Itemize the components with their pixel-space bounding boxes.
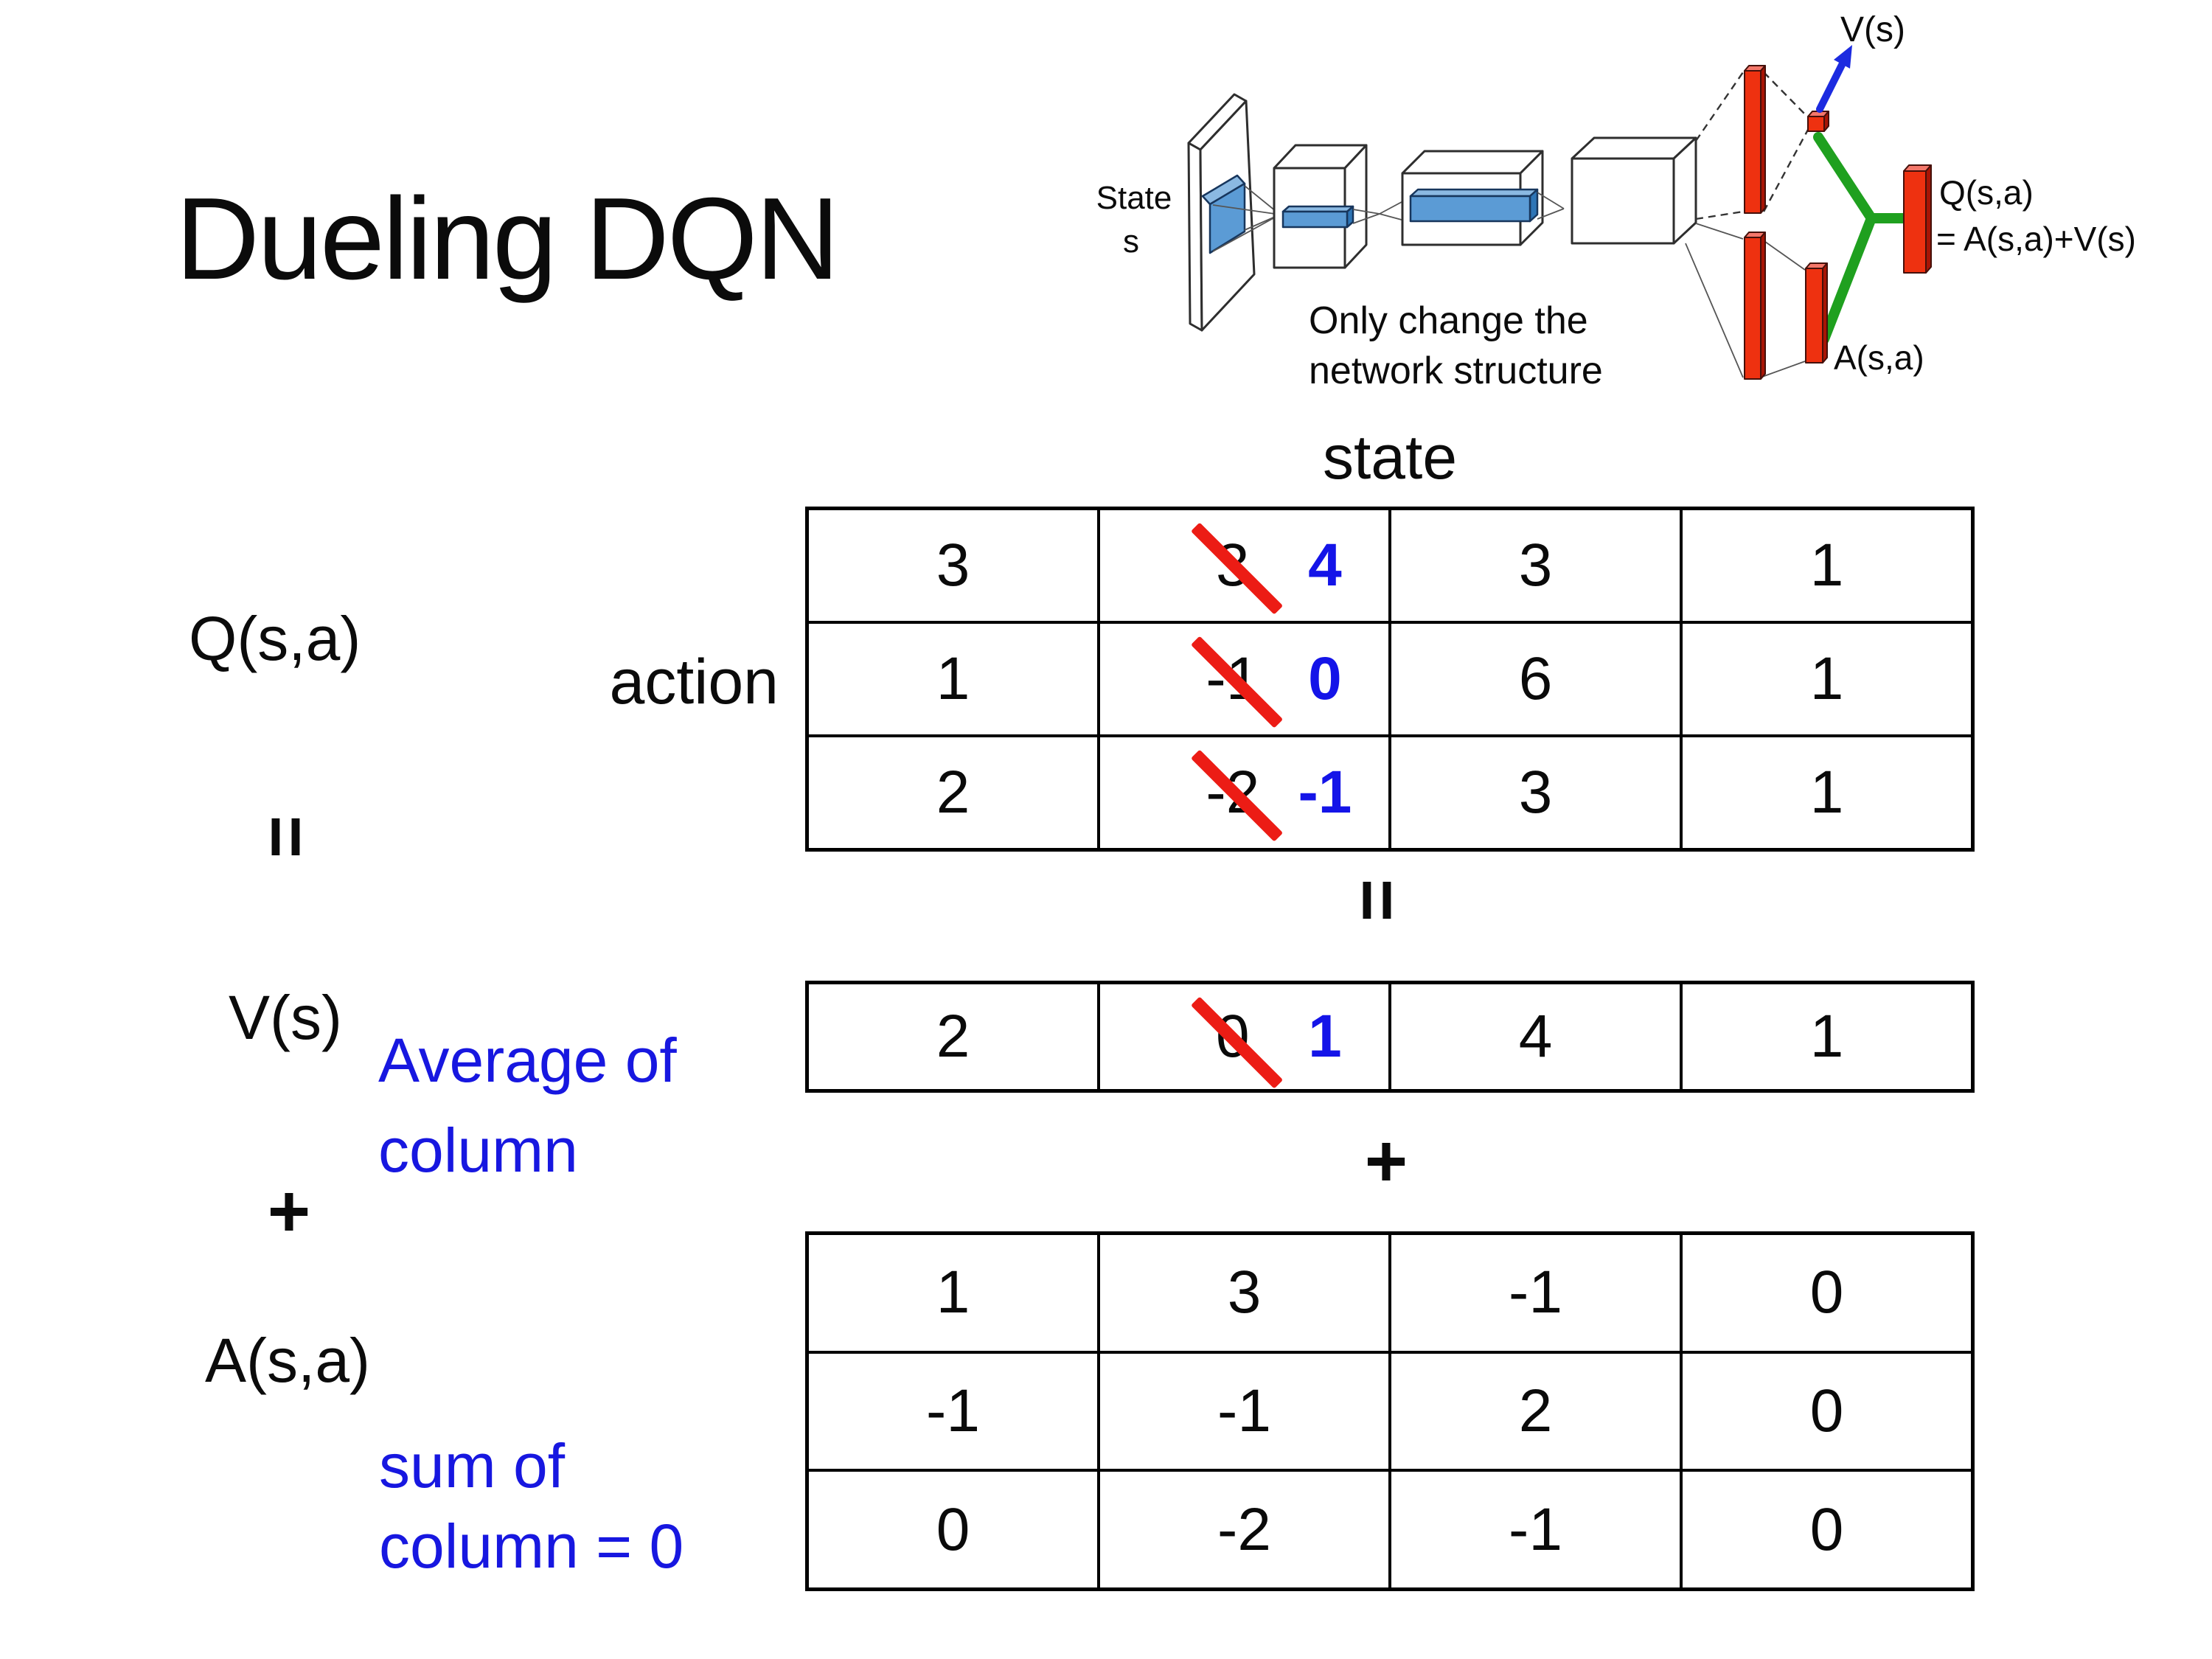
new-value: 4: [1308, 532, 1342, 599]
new-value: -1: [1298, 759, 1352, 826]
fc-layer-box: [1571, 136, 1697, 245]
conv-layer-box: [1401, 150, 1544, 246]
q-cell: 1: [1683, 510, 1971, 621]
new-value: 0: [1308, 645, 1342, 712]
a-cell: -1: [809, 1353, 1097, 1470]
v-table: 2 0 1 4 1: [805, 981, 1975, 1093]
advantage-output-bar: [1805, 262, 1828, 364]
q-cell-crossed: 3 4: [1100, 510, 1388, 621]
v-cell: 1: [1683, 984, 1971, 1089]
q-cell: 3: [1391, 510, 1680, 621]
action-axis-label: action: [609, 647, 779, 717]
state-axis-label: state: [1322, 422, 1458, 492]
diagram-note-line1: Only change the: [1309, 299, 1588, 342]
a-cell: 0: [1683, 1235, 1971, 1351]
diagram-note-line2: network structure: [1309, 349, 1603, 392]
a-table: 1 3 -1 0 -1 -1 2 0 0 -2 -1 0: [805, 1231, 1975, 1591]
q-output-bar: [1903, 164, 1932, 274]
state-input-label-s: s: [1123, 223, 1139, 260]
conv-filter-icon: [1201, 174, 1246, 254]
equation-a-label: A(s,a): [205, 1326, 371, 1395]
plus-sign-left: +: [267, 1169, 311, 1253]
a-cell: -1: [1100, 1353, 1388, 1470]
conv-layer-box: [1273, 144, 1368, 269]
equation-v-label: V(s): [229, 983, 342, 1052]
advantage-stream-bar: [1744, 232, 1766, 380]
v-output-label: V(s): [1840, 10, 1905, 49]
q-cell: 6: [1391, 624, 1680, 734]
q-cell-crossed: -2 -1: [1100, 737, 1388, 848]
a-cell: -1: [1391, 1235, 1680, 1351]
a-cell: 2: [1391, 1353, 1680, 1470]
equation-q-label: Q(s,a): [189, 604, 361, 673]
merge-lines: [1813, 132, 1910, 344]
q-cell: 3: [809, 510, 1097, 621]
state-input-label: State: [1096, 180, 1172, 216]
v-cell-crossed: 0 1: [1100, 984, 1388, 1089]
q-cell: 2: [809, 737, 1097, 848]
q-cell: 1: [809, 624, 1097, 734]
q-output-formula: = A(s,a)+V(s): [1936, 220, 2136, 258]
v-arrow-icon: [1816, 45, 1852, 113]
q-table: 3 3 4 3 1 1 -1 0 6 1 2 -2 -1 3 1: [805, 507, 1975, 852]
q-cell-crossed: -1 0: [1100, 624, 1388, 734]
equals-rotated-middle: =: [1336, 878, 1419, 922]
a-cell: 0: [1683, 1472, 1971, 1587]
a-cell: 1: [809, 1235, 1097, 1351]
value-output-node: [1807, 111, 1829, 132]
note-line: Average of: [378, 1026, 677, 1095]
a-cell: -2: [1100, 1472, 1388, 1587]
equals-rotated-left: =: [245, 815, 328, 859]
note-line: column = 0: [379, 1512, 684, 1582]
a-cell: -1: [1391, 1472, 1680, 1587]
v-cell: 2: [809, 984, 1097, 1089]
note-line: column: [378, 1115, 578, 1185]
page-title: Dueling DQN: [175, 174, 840, 304]
network-diagram: State s V(s) Q(s,a) = A(s,a)+V(s) A(s,a)…: [1096, 10, 2136, 392]
average-of-column-note: Average of column: [378, 1016, 677, 1196]
new-value: 1: [1308, 1003, 1342, 1070]
v-cell: 4: [1391, 984, 1680, 1089]
plus-sign-middle: +: [1364, 1119, 1408, 1203]
a-cell: 0: [1683, 1353, 1971, 1470]
value-stream-bar: [1744, 65, 1766, 214]
a-output-label: A(s,a): [1834, 338, 1924, 377]
q-cell: 3: [1391, 737, 1680, 848]
q-cell: 1: [1683, 624, 1971, 734]
sum-of-column-note: sum of column = 0: [379, 1426, 684, 1587]
a-cell: 0: [809, 1472, 1097, 1587]
q-output-label: Q(s,a): [1939, 173, 2034, 212]
note-line: sum of: [379, 1431, 566, 1500]
q-cell: 1: [1683, 737, 1971, 848]
a-cell: 3: [1100, 1235, 1388, 1351]
